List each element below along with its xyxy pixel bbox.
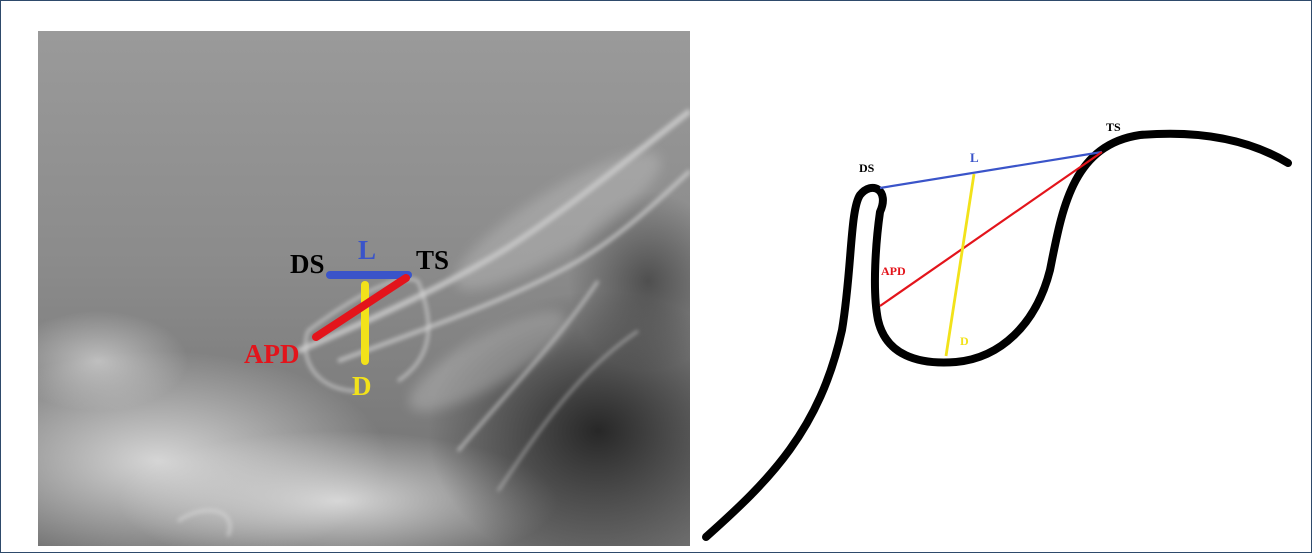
schematic-label-l: L <box>970 150 979 165</box>
xray-image: DS L TS APD D <box>38 31 690 546</box>
xray-label-ds: DS <box>290 249 325 279</box>
schematic-apd-line <box>880 152 1102 306</box>
schematic-label-apd: APD <box>881 264 906 278</box>
schematic-label-ts: TS <box>1106 120 1121 134</box>
schematic-diagram: DS L TS APD D <box>700 100 1300 545</box>
xray-panel: DS L TS APD D <box>38 31 690 546</box>
xray-label-l: L <box>358 235 376 265</box>
schematic-label-ds: DS <box>859 161 875 175</box>
xray-label-ts: TS <box>416 245 449 275</box>
schematic-label-d: D <box>960 334 969 348</box>
schematic-d-line <box>946 174 974 356</box>
schematic-panel: DS L TS APD D <box>700 100 1300 545</box>
schematic-l-line <box>880 152 1102 188</box>
xray-label-d: D <box>352 371 372 401</box>
sella-outline <box>706 134 1288 537</box>
xray-label-apd: APD <box>244 339 300 369</box>
